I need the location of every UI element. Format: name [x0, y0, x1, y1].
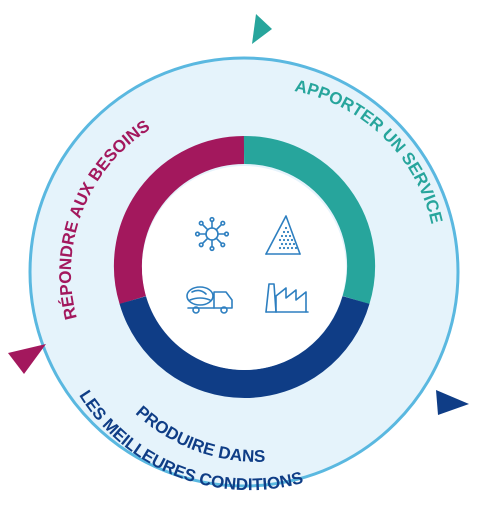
cycle-arrow-left — [8, 344, 46, 374]
outer-ring — [28, 56, 460, 488]
segment-production — [119, 295, 370, 398]
network-icon — [194, 216, 230, 252]
mixer-truck-icon — [186, 286, 233, 314]
segment-besoins — [113, 136, 245, 305]
center-circle — [142, 166, 346, 370]
segment-service — [243, 135, 376, 305]
cycle-arrow-right — [436, 390, 469, 415]
cycle-arrow-top — [252, 14, 272, 44]
factory-icon — [265, 283, 309, 313]
aggregate-pile-icon — [265, 215, 301, 255]
